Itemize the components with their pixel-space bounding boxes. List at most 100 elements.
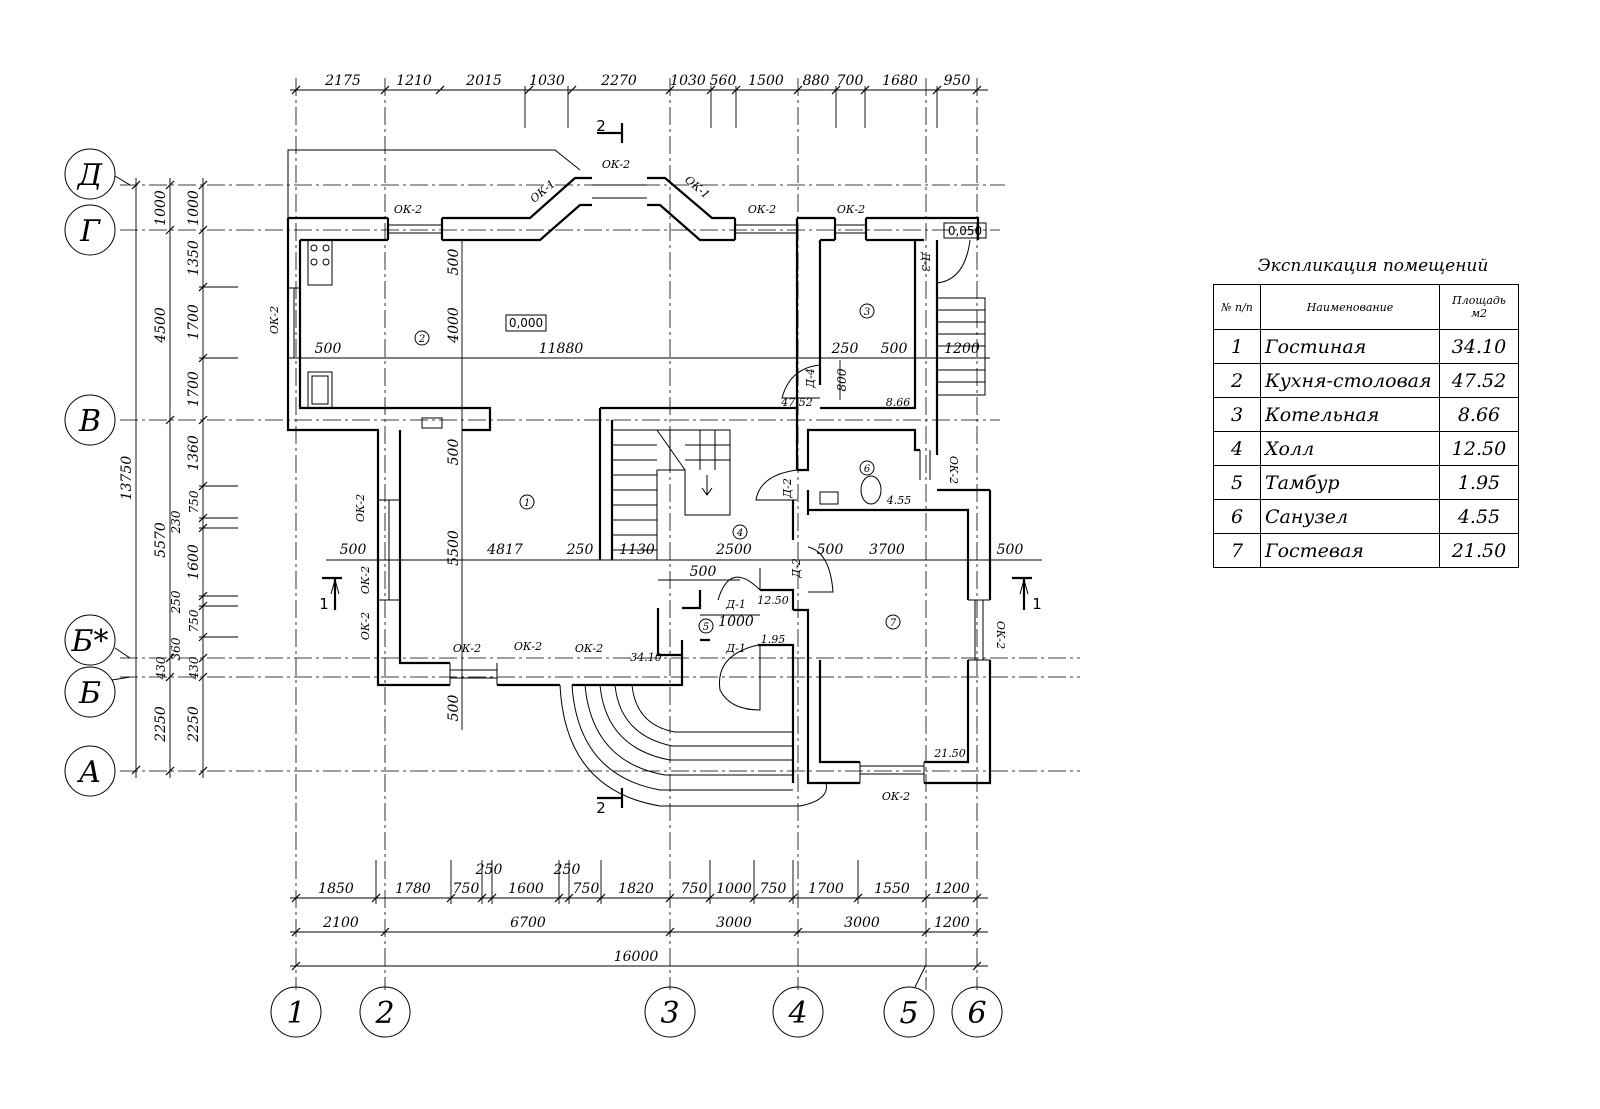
axis-label-d: Д — [76, 158, 103, 193]
svg-text:3000: 3000 — [844, 915, 880, 931]
svg-text:750: 750 — [187, 609, 201, 632]
svg-text:1350: 1350 — [186, 240, 202, 276]
svg-text:2250: 2250 — [153, 706, 169, 743]
axis-label-5: 5 — [899, 996, 918, 1031]
svg-text:360: 360 — [169, 637, 183, 660]
explication-title: Экспликация помещений — [1257, 256, 1489, 276]
svg-text:ОК-2: ОК-2 — [268, 306, 281, 334]
svg-text:4.55: 4.55 — [886, 494, 912, 507]
svg-text:500: 500 — [315, 341, 342, 357]
axis-label-2: 2 — [374, 996, 394, 1031]
header-area: Площадь м2 — [1439, 284, 1519, 330]
svg-text:2: 2 — [596, 117, 606, 135]
svg-text:500: 500 — [690, 564, 717, 580]
axis-label-1: 1 — [286, 996, 305, 1031]
svg-text:1780: 1780 — [395, 881, 431, 897]
table-row: 3 Котельная 8.66 — [1213, 397, 1519, 432]
svg-text:750: 750 — [760, 881, 787, 897]
svg-text:12.50: 12.50 — [757, 594, 789, 607]
svg-text:5570: 5570 — [153, 522, 169, 558]
svg-text:1700: 1700 — [186, 371, 202, 407]
svg-text:1600: 1600 — [508, 881, 544, 897]
svg-text:11880: 11880 — [539, 341, 584, 357]
room-num: 3 — [1213, 397, 1261, 432]
doors — [717, 239, 971, 711]
svg-text:1200: 1200 — [934, 881, 970, 897]
dimension-chain-left: 13750 1000 4500 5570 430 2250 1000 1350 … — [119, 178, 238, 778]
svg-text:3: 3 — [864, 307, 870, 318]
svg-text:1130: 1130 — [619, 542, 655, 558]
table-row: 1 Гостиная 34.10 — [1213, 329, 1519, 364]
svg-text:21.50: 21.50 — [933, 747, 966, 760]
svg-text:1200: 1200 — [934, 915, 970, 931]
section-marks: 1 1 2 2 — [319, 117, 1042, 817]
svg-text:1360: 1360 — [186, 435, 202, 471]
svg-text:4500: 4500 — [153, 307, 169, 344]
svg-text:500: 500 — [881, 341, 908, 357]
svg-text:Д-1: Д-1 — [725, 642, 746, 655]
svg-text:500: 500 — [997, 542, 1024, 558]
svg-text:1: 1 — [319, 595, 329, 613]
svg-text:880: 880 — [803, 73, 830, 89]
svg-text:Д-1: Д-1 — [725, 598, 746, 611]
svg-text:ОК-2: ОК-2 — [575, 642, 603, 655]
room-num: 5 — [1213, 465, 1261, 500]
room-name: Гостевая — [1260, 533, 1440, 568]
room-area: 8.66 — [1439, 397, 1519, 432]
svg-text:750: 750 — [573, 881, 600, 897]
room-name: Санузел — [1260, 499, 1440, 534]
level-mark-main: 0,000 — [509, 316, 543, 330]
room-num: 2 — [1213, 363, 1261, 398]
svg-text:2175: 2175 — [324, 73, 361, 89]
svg-text:1680: 1680 — [882, 73, 918, 89]
level-mark-entrance: 0,050 — [948, 224, 982, 238]
svg-text:1000: 1000 — [186, 190, 202, 226]
svg-text:250: 250 — [553, 862, 581, 878]
table-row: 2 Кухня-столовая 47.52 — [1213, 363, 1519, 398]
svg-text:430: 430 — [187, 656, 201, 680]
svg-text:1030: 1030 — [670, 73, 706, 89]
svg-text:ОК-2: ОК-2 — [453, 642, 481, 655]
svg-text:3700: 3700 — [869, 542, 905, 558]
room-num: 7 — [1213, 533, 1261, 568]
header-num: № п/п — [1213, 284, 1261, 330]
axis-label-g: Г — [79, 214, 101, 249]
svg-text:4000: 4000 — [446, 307, 462, 344]
svg-text:47.52: 47.52 — [780, 396, 813, 409]
svg-text:500: 500 — [446, 439, 462, 466]
svg-text:1600: 1600 — [186, 544, 202, 580]
axis-label-4: 4 — [787, 996, 807, 1031]
svg-text:1: 1 — [524, 498, 530, 509]
svg-text:1000: 1000 — [718, 614, 754, 630]
svg-text:ОК-2: ОК-2 — [748, 203, 776, 216]
svg-text:7: 7 — [890, 618, 897, 629]
table-row: 4 Холл 12.50 — [1213, 431, 1519, 466]
svg-text:700: 700 — [837, 73, 864, 89]
svg-text:5500: 5500 — [446, 530, 462, 566]
interior-dimensions: 500 11880 250 500 1200 500 4817 250 1130… — [300, 240, 1042, 730]
axis-label-b-star: Б* — [70, 624, 108, 659]
svg-text:ОК-2: ОК-2 — [602, 158, 630, 171]
svg-text:750: 750 — [453, 881, 480, 897]
svg-text:430: 430 — [154, 656, 168, 680]
svg-text:800: 800 — [835, 368, 849, 391]
svg-text:750: 750 — [187, 490, 201, 513]
svg-text:950: 950 — [944, 73, 971, 89]
room-name: Котельная — [1260, 397, 1440, 432]
room-explication: Экспликация помещений № п/п Наименование… — [1213, 256, 1523, 568]
room-name: Холл — [1260, 431, 1440, 466]
table-row: 5 Тамбур 1.95 — [1213, 465, 1519, 500]
svg-text:ОК-2: ОК-2 — [354, 494, 367, 522]
svg-text:3000: 3000 — [716, 915, 752, 931]
svg-text:Д-4: Д-4 — [804, 368, 817, 389]
svg-text:1700: 1700 — [808, 881, 844, 897]
room-num: 4 — [1213, 431, 1261, 466]
room-area: 34.10 — [1439, 329, 1519, 364]
svg-text:1: 1 — [1032, 595, 1042, 613]
svg-text:2270: 2270 — [600, 73, 637, 89]
svg-text:6: 6 — [864, 464, 871, 475]
staircase — [559, 297, 986, 807]
svg-text:34.10: 34.10 — [630, 651, 662, 664]
svg-text:500: 500 — [340, 542, 367, 558]
